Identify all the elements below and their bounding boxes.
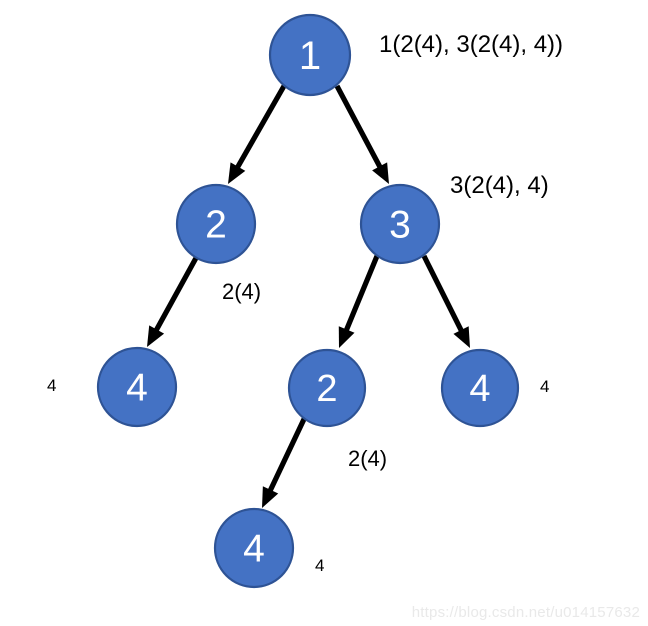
tree-node-2[interactable]: 2: [287, 348, 367, 428]
edge-arrowhead-icon: [372, 162, 389, 184]
edge-arrowhead-icon: [147, 325, 165, 347]
node-value-label: 2: [316, 368, 337, 410]
edges-group: [147, 84, 470, 508]
node-circle[interactable]: [359, 183, 441, 265]
tree-edge: [338, 255, 380, 348]
annotation-a-n4b: 4: [540, 377, 550, 396]
tree-node-4[interactable]: 4: [213, 507, 295, 589]
tree-node-1[interactable]: 1: [268, 13, 352, 97]
tree-edge: [421, 254, 470, 348]
node-circle[interactable]: [213, 507, 295, 589]
edge-arrowhead-icon: [338, 326, 355, 348]
annotation-a-n2: 2(4): [222, 279, 262, 304]
edge-line: [233, 84, 287, 172]
tree-node-4[interactable]: 4: [440, 348, 520, 428]
node-circle[interactable]: [268, 13, 352, 97]
node-value-label: 4: [469, 368, 490, 410]
watermark-text: https://blog.csdn.net/u014157632: [411, 604, 640, 621]
tree-edge: [334, 84, 389, 184]
tree-edge: [262, 415, 308, 508]
edge-line: [342, 255, 380, 335]
node-value-label: 1: [299, 34, 321, 78]
edge-line: [421, 254, 466, 335]
edge-arrowhead-icon: [228, 162, 246, 184]
node-value-label: 4: [126, 367, 148, 410]
annotation-a-n4c: 4: [315, 556, 325, 575]
node-circle[interactable]: [440, 348, 520, 428]
annotation-a-root: 1(2(4), 3(2(4), 4)): [379, 31, 564, 58]
tree-node-4[interactable]: 4: [96, 346, 178, 428]
tree-edge: [228, 84, 287, 184]
annotation-a-n4a: 4: [47, 376, 57, 395]
edge-line: [334, 84, 384, 172]
edge-line: [152, 256, 199, 335]
nodes-group: 1 2 3 4 2 4 4: [96, 13, 520, 589]
node-value-label: 4: [243, 528, 265, 571]
node-circle[interactable]: [175, 183, 257, 265]
annotation-a-n3: 3(2(4), 4): [450, 172, 549, 199]
edge-arrowhead-icon: [262, 486, 279, 508]
node-value-label: 3: [389, 204, 411, 247]
node-circle[interactable]: [96, 346, 178, 428]
edge-line: [266, 415, 308, 495]
node-circle[interactable]: [287, 348, 367, 428]
edge-arrowhead-icon: [453, 326, 470, 348]
annotation-a-n2b: 2(4): [348, 446, 388, 471]
node-value-label: 2: [205, 204, 227, 247]
tree-node-2[interactable]: 2: [175, 183, 257, 265]
tree-edge: [147, 256, 199, 347]
tree-node-3[interactable]: 3: [359, 183, 441, 265]
